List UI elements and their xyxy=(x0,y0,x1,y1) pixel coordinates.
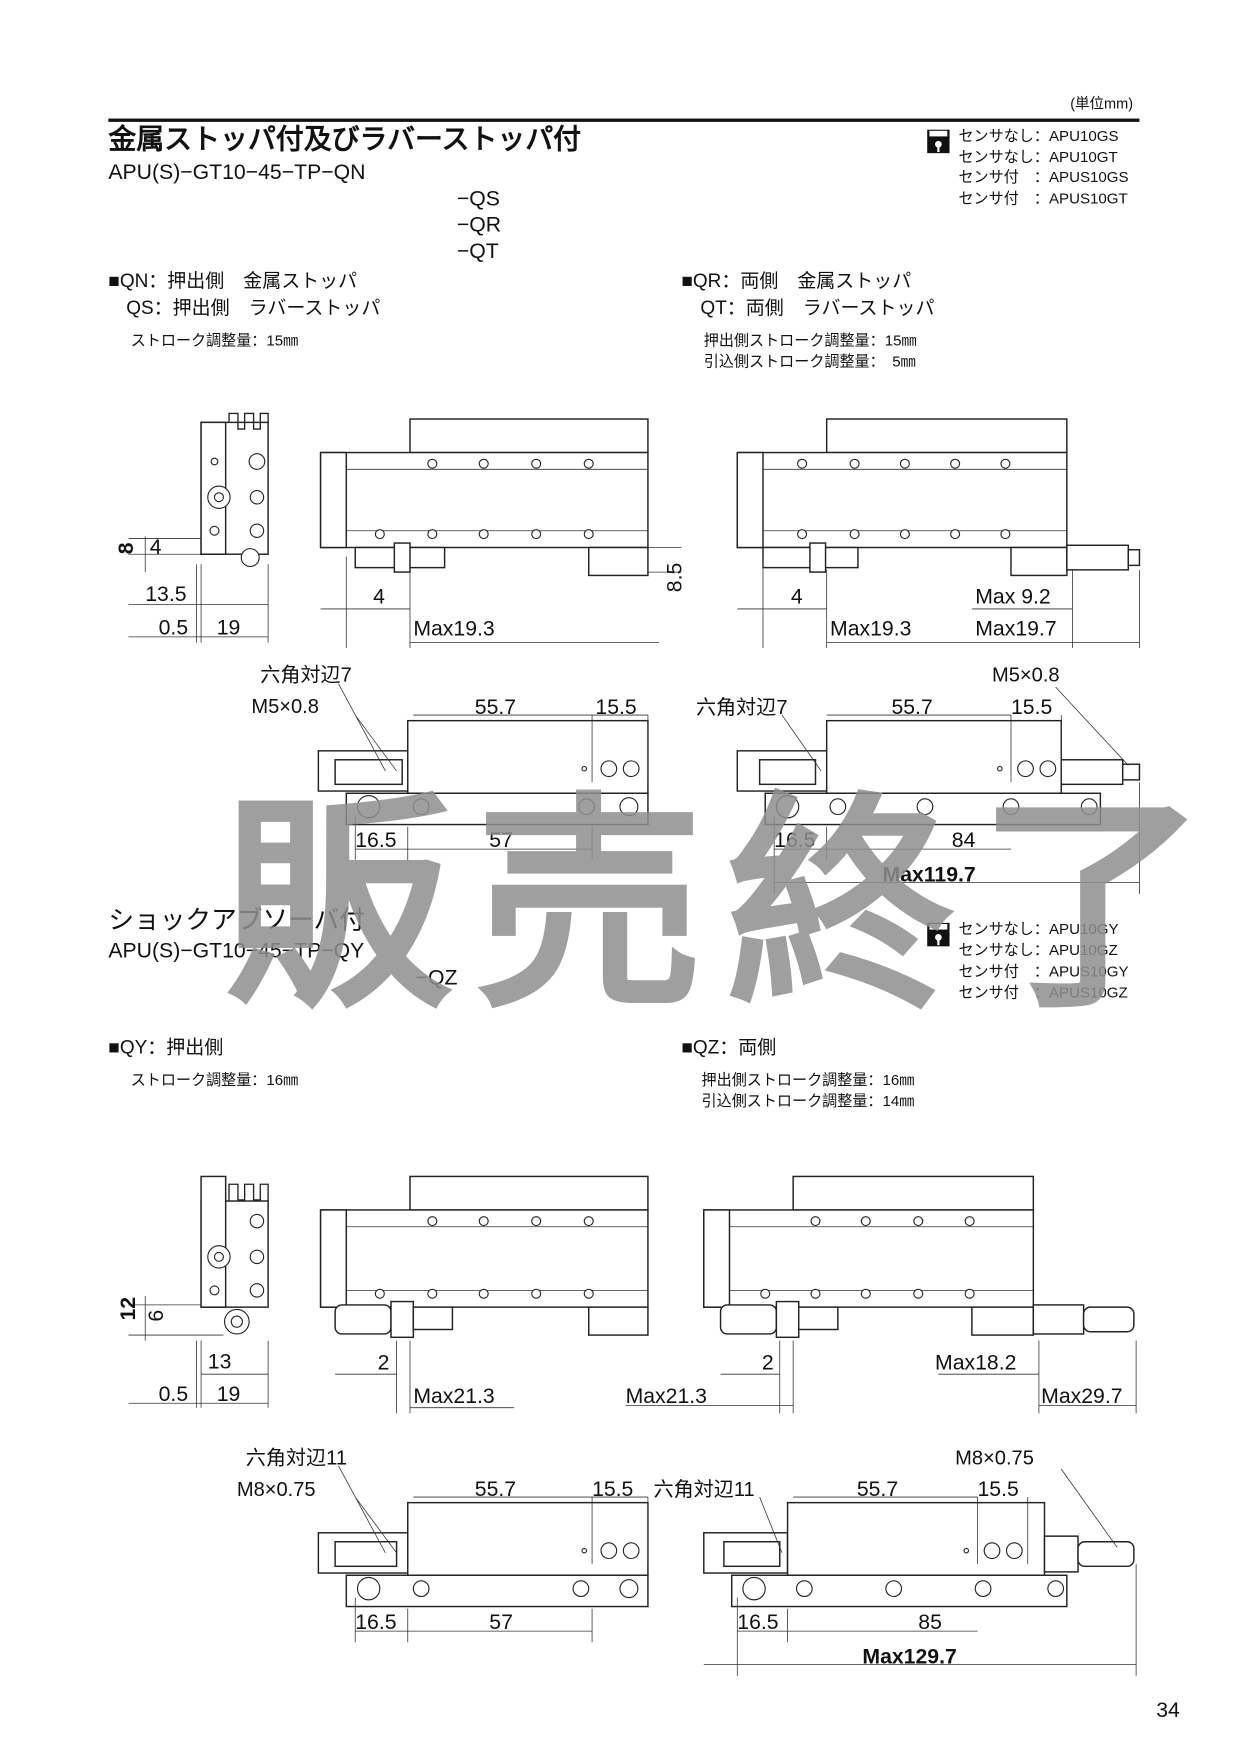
qt-label: QT：両側 ラバーストッパ xyxy=(700,297,934,319)
dim: Max19.3 xyxy=(413,618,494,641)
dim: Max129.7 xyxy=(862,1646,956,1669)
section1-suffix-qr: −QR xyxy=(457,213,501,236)
cad-model: センサ付 ：APUS10GY xyxy=(958,963,1128,980)
side-view-drawing-qr: 4 Max 9.2 Max19.3 Max19.7 xyxy=(736,418,1141,649)
dim: 0.5 xyxy=(159,1383,189,1406)
stroke-adjust-retract: 引込側ストローク調整量：14㎜ xyxy=(702,1093,915,1110)
dim: Max21.3 xyxy=(626,1385,707,1408)
section2-variant-notes: ■QY：押出側 ストローク調整量：16㎜ ■QZ：両側 押出側ストローク調整量：… xyxy=(108,1037,914,1111)
dim: 13.5 xyxy=(145,583,186,606)
section2-cad-list: センサなし：APU10GY センサなし：APU10GZ センサ付 ：APUS10… xyxy=(927,921,1129,1002)
dim: 六角対辺7 xyxy=(696,696,788,719)
dim: M5×0.8 xyxy=(992,665,1060,687)
dim: M5×0.8 xyxy=(251,696,319,718)
section1-variant-notes: ■QN：押出側 金属ストッパ QS：押出側 ラバーストッパ ストローク調整量：1… xyxy=(108,270,934,370)
dim: 4 xyxy=(791,585,803,608)
stroke-adjust: ストローク調整量：15㎜ xyxy=(131,332,299,349)
dim: 13 xyxy=(208,1351,232,1374)
section2-suffix-qz: −QZ xyxy=(416,966,458,989)
qs-label: QS：押出側 ラバーストッパ xyxy=(126,297,380,319)
section2-model: APU(S)−GT10−45−TP−QY xyxy=(108,939,364,962)
header-rule xyxy=(108,118,1140,122)
qn-label: ■QN：押出側 金属ストッパ xyxy=(108,270,357,292)
unit-note: (単位mm) xyxy=(1070,95,1133,112)
stroke-adjust-extend: 押出側ストローク調整量：16㎜ xyxy=(702,1072,915,1089)
dim: 19 xyxy=(217,1383,241,1406)
dim: 六角対辺11 xyxy=(654,1478,755,1501)
dim: 16.5 xyxy=(774,829,815,852)
dim: 57 xyxy=(489,829,513,852)
dim: 8.5 xyxy=(663,563,686,592)
dim: 16.5 xyxy=(737,1611,778,1634)
section2-heading: ショックアブソーバ付 APU(S)−GT10−45−TP−QY −QZ xyxy=(108,905,457,989)
section2-title: ショックアブソーバ付 xyxy=(108,905,365,934)
page-number: 34 xyxy=(1156,1699,1180,1722)
dim: Max119.7 xyxy=(883,864,976,887)
end-view-drawing-qy: 12 6 13 0.5 19 xyxy=(117,1175,269,1408)
side-view-drawing-qz: 2 Max18.2 Max21.3 Max29.7 xyxy=(626,1175,1137,1414)
cad-model: センサなし：APU10GY xyxy=(958,921,1118,938)
dim: 19 xyxy=(217,617,241,640)
section1-model: APU(S)−GT10−45−TP−QN xyxy=(108,161,365,184)
dim: 16.5 xyxy=(355,1611,396,1634)
cad-model: センサなし：APU10GT xyxy=(958,149,1117,166)
stroke-adjust-extend: 押出側ストローク調整量：15㎜ xyxy=(704,332,917,349)
dim: 2 xyxy=(762,1352,774,1375)
cad-icon[interactable] xyxy=(927,129,950,154)
qz-label: ■QZ：両側 xyxy=(681,1037,776,1059)
side-view-drawing-qy: 2 Max21.3 xyxy=(319,1175,649,1414)
dim: Max19.3 xyxy=(830,618,911,641)
cad-model: センサ付 ：APUS10GZ xyxy=(958,985,1127,1002)
stroke-adjust: ストローク調整量：16㎜ xyxy=(131,1072,299,1089)
detail-drawing-qn: 六角対辺7 M5×0.8 55.7 15.5 16.5 57 xyxy=(251,664,649,861)
dim: 6 xyxy=(145,1310,168,1322)
dim: 15.5 xyxy=(1011,696,1052,719)
dim: 15.5 xyxy=(977,1478,1018,1501)
dim: 六角対辺11 xyxy=(246,1447,347,1470)
discontinued-watermark: 販売終了 xyxy=(223,778,1228,1034)
cad-model: センサ付 ：APUS10GT xyxy=(958,190,1127,207)
section1-suffix-qs: −QS xyxy=(457,188,500,211)
dim: 12 xyxy=(117,1297,140,1321)
section1-heading: 金属ストッパ付及びラバーストッパ付 APU(S)−GT10−45−TP−QN −… xyxy=(107,123,581,263)
dim: 84 xyxy=(952,829,976,852)
dim: 六角対辺7 xyxy=(260,664,352,687)
qr-label: ■QR：両側 金属ストッパ xyxy=(681,270,911,292)
detail-drawing-qr: 六角対辺7 M5×0.8 55.7 15.5 16.5 84 Max119.7 xyxy=(696,665,1141,894)
dim: Max21.3 xyxy=(413,1385,494,1408)
dim: 85 xyxy=(918,1611,942,1634)
stroke-adjust-retract: 引込側ストローク調整量： 5㎜ xyxy=(704,354,916,371)
dim: 15.5 xyxy=(595,696,636,719)
dim: 4 xyxy=(373,585,385,608)
dim: 55.7 xyxy=(891,696,932,719)
dim: 15.5 xyxy=(592,1478,633,1501)
qy-label: ■QY：押出側 xyxy=(108,1037,223,1059)
dim: 16.5 xyxy=(355,829,396,852)
dim: M8×0.75 xyxy=(955,1448,1034,1470)
dim: 4 xyxy=(150,536,162,559)
dim: 57 xyxy=(489,1611,513,1634)
dim: 2 xyxy=(378,1352,390,1375)
cad-model: センサ付 ：APUS10GS xyxy=(958,169,1128,186)
dim: 55.7 xyxy=(475,1478,516,1501)
dim: 0.5 xyxy=(159,617,189,640)
dim: Max 9.2 xyxy=(975,585,1050,608)
end-view-drawing-qn: 8 4 13.5 0.5 19 xyxy=(115,412,269,643)
section1-cad-list: センサなし：APU10GS センサなし：APU10GT センサ付 ：APUS10… xyxy=(927,128,1129,207)
detail-drawing-qz: 六角対辺11 M8×0.75 55.7 15.5 16.5 85 Max129.… xyxy=(654,1448,1137,1676)
cad-model: センサなし：APU10GZ xyxy=(958,942,1117,959)
dim: 55.7 xyxy=(475,696,516,719)
cad-model: センサなし：APU10GS xyxy=(958,128,1118,145)
cad-icon[interactable] xyxy=(927,922,950,947)
dim: 8 xyxy=(115,542,138,554)
dim: Max19.7 xyxy=(975,618,1056,641)
section1-suffix-qt: −QT xyxy=(457,240,499,263)
detail-drawing-qy: 六角対辺11 M8×0.75 55.7 15.5 16.5 57 xyxy=(237,1447,649,1643)
side-view-drawing-qn: 4 Max19.3 8.5 xyxy=(319,418,686,649)
dim: Max29.7 xyxy=(1041,1385,1122,1408)
section1-title: 金属ストッパ付及びラバーストッパ付 xyxy=(107,123,581,155)
dim: Max18.2 xyxy=(935,1352,1016,1375)
dim: 55.7 xyxy=(857,1478,898,1501)
dim: M8×0.75 xyxy=(237,1479,316,1501)
